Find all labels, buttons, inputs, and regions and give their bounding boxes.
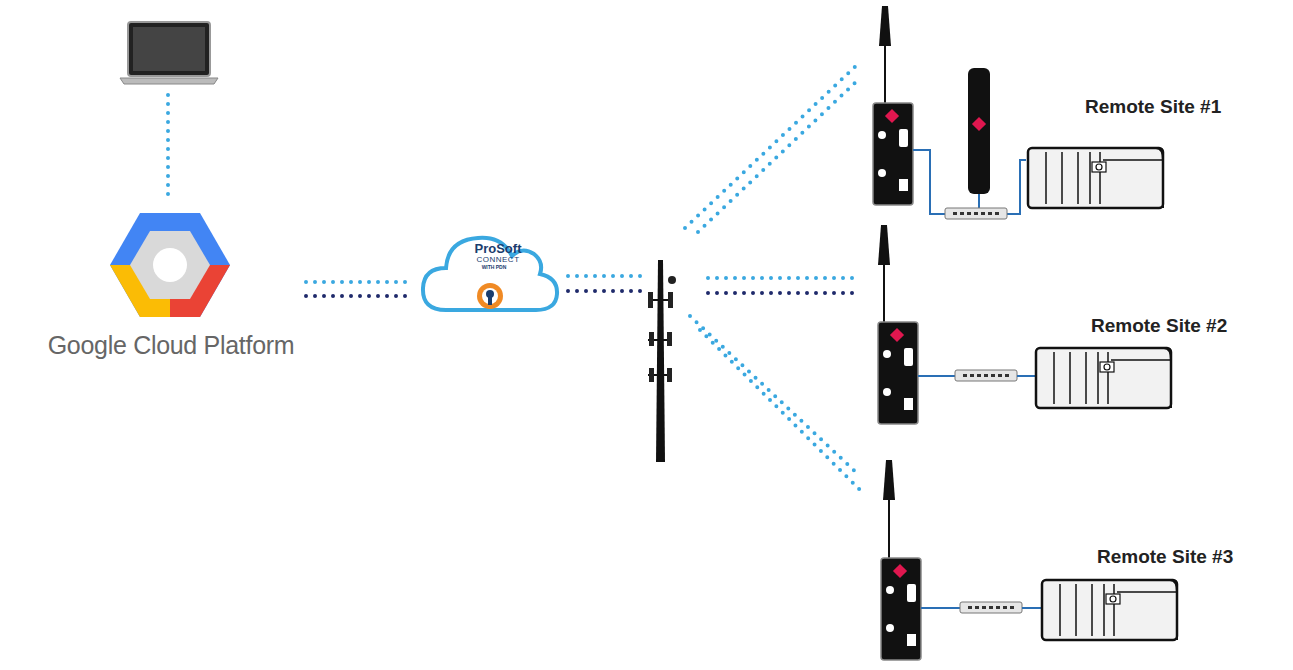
site-title: Remote Site #2 [1091, 315, 1231, 337]
logo-wordmark: Google Cloud Platform [48, 331, 295, 360]
site-heading: Remote Site #2 [1088, 315, 1231, 341]
logo-text: WITH PDN [482, 264, 507, 270]
site-heading: Remote Site #3 [1094, 546, 1237, 572]
logo-text: ProSoft [475, 242, 522, 255]
site-title: Remote Site #3 [1097, 546, 1237, 568]
site-heading: Remote Site #1 [1082, 96, 1225, 122]
logo-text: CONNECT [476, 255, 519, 264]
cloud-outline [418, 224, 562, 322]
logo-node: Google Cloud Platform [40, 205, 302, 360]
cloud-node: ProSoftCONNECTWITH PDN [418, 224, 562, 322]
dotted-link [306, 282, 414, 296]
site-title: Remote Site #1 [1085, 96, 1225, 118]
